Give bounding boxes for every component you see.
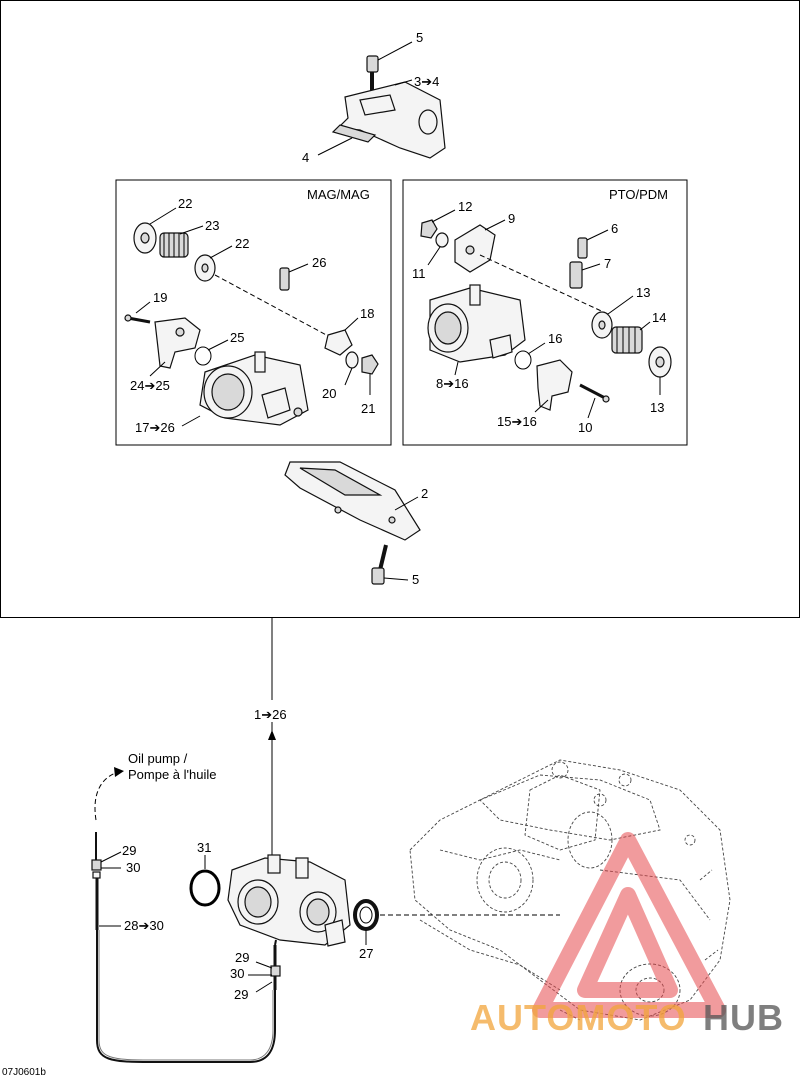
callout-15-16: 15➔16 bbox=[497, 414, 537, 429]
nut-12 bbox=[420, 219, 438, 239]
lever-9 bbox=[454, 224, 496, 273]
sensor-24-25 bbox=[154, 317, 201, 369]
lever-18 bbox=[324, 329, 353, 356]
callout-22-lower: 22 bbox=[235, 236, 249, 251]
callout-7: 7 bbox=[604, 256, 611, 271]
callout-31: 31 bbox=[197, 840, 211, 855]
bracket-2 bbox=[284, 461, 421, 541]
callout-6: 6 bbox=[611, 221, 618, 236]
callout-27: 27 bbox=[359, 946, 373, 961]
nut-21 bbox=[361, 354, 379, 375]
callout-22-upper: 22 bbox=[178, 196, 192, 211]
callout-14: 14 bbox=[652, 310, 666, 325]
callout-8-16: 8➔16 bbox=[436, 376, 469, 391]
spring-7 bbox=[569, 261, 583, 289]
spring-14 bbox=[611, 326, 643, 354]
watermark-text-auto: AUTOMOTO bbox=[470, 997, 687, 1038]
callout-11: 11 bbox=[412, 266, 426, 281]
callout-21: 21 bbox=[361, 401, 375, 416]
callout-16: 16 bbox=[548, 331, 562, 346]
throttle-cable bbox=[91, 832, 281, 1063]
callout-9: 9 bbox=[508, 211, 515, 226]
screw-5-bottom bbox=[371, 567, 385, 585]
callout-13-lower: 13 bbox=[650, 400, 664, 415]
pto-parts bbox=[420, 209, 672, 419]
top-bracket-assembly bbox=[317, 41, 446, 159]
throttle-body-pto bbox=[427, 284, 526, 363]
callout-30-upper: 30 bbox=[126, 860, 140, 875]
callout-29-mid: 29 bbox=[235, 950, 249, 965]
o-ring-25 bbox=[194, 346, 212, 366]
washer-11 bbox=[435, 232, 449, 248]
callout-20: 20 bbox=[322, 386, 336, 401]
screw-6 bbox=[577, 237, 588, 259]
callout-5-bottom: 5 bbox=[412, 572, 419, 587]
spring-23 bbox=[159, 232, 189, 258]
screw-5-top bbox=[366, 55, 379, 73]
callout-23: 23 bbox=[205, 218, 219, 233]
watermark-text-hub: HUB bbox=[703, 997, 784, 1038]
pto-box-title: PTO/PDM bbox=[609, 187, 668, 202]
oil-pump-label-fr: Pompe à l'huile bbox=[128, 767, 216, 782]
bottom-bracket-assembly bbox=[284, 461, 421, 585]
connector-arrow bbox=[268, 730, 276, 740]
callout-28-30: 28➔30 bbox=[124, 918, 164, 933]
callout-24-25: 24➔25 bbox=[130, 378, 170, 393]
callout-12: 12 bbox=[458, 199, 472, 214]
mag-box bbox=[115, 179, 392, 446]
callout-26: 26 bbox=[312, 255, 326, 270]
pto-box bbox=[402, 179, 688, 446]
callout-4: 4 bbox=[302, 150, 309, 165]
callout-3-4: 3➔4 bbox=[414, 74, 439, 89]
washer-20 bbox=[345, 351, 359, 369]
callout-10: 10 bbox=[578, 420, 592, 435]
throttle-body-assembly bbox=[227, 854, 351, 947]
o-ring-16 bbox=[514, 350, 532, 370]
callout-29-lower: 29 bbox=[234, 987, 248, 1002]
callout-18: 18 bbox=[360, 306, 374, 321]
mag-box-title: MAG/MAG bbox=[307, 187, 370, 202]
throttle-body-mag bbox=[199, 351, 309, 426]
engine-block bbox=[409, 759, 731, 1021]
automotohub-watermark: AUTOMOTO HUB bbox=[470, 832, 784, 1038]
watermark-triangle-icon bbox=[532, 832, 726, 1018]
callout-17-26: 17➔26 bbox=[135, 420, 175, 435]
clamp-27 bbox=[353, 899, 379, 931]
callout-19: 19 bbox=[153, 290, 167, 305]
callout-1-26: 1➔26 bbox=[254, 707, 287, 722]
mag-parts bbox=[124, 207, 379, 427]
callout-30-lower: 30 bbox=[230, 966, 244, 981]
callout-29-upper: 29 bbox=[122, 843, 136, 858]
figure-reference: 07J0601b bbox=[2, 1067, 46, 1078]
screw-26 bbox=[279, 267, 290, 291]
callout-2: 2 bbox=[421, 486, 428, 501]
sensor-15-16 bbox=[536, 359, 573, 411]
oil-pump-label-en: Oil pump / bbox=[128, 751, 188, 766]
callout-13-upper: 13 bbox=[636, 285, 650, 300]
o-ring-31 bbox=[189, 869, 221, 907]
oil-pump-arrow bbox=[94, 771, 119, 821]
callout-5-top: 5 bbox=[416, 30, 423, 45]
callout-25: 25 bbox=[230, 330, 244, 345]
